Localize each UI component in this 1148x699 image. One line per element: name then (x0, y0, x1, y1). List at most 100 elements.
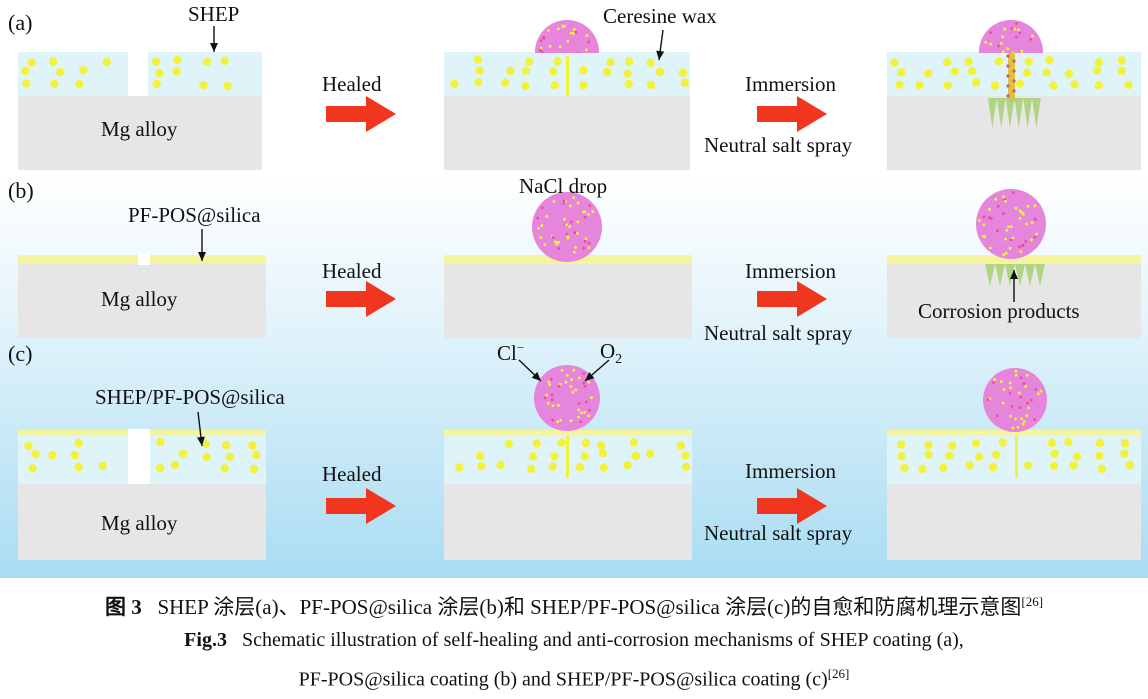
corrosion-product-shape (988, 98, 1041, 128)
droplet-ion-dot (1011, 426, 1015, 430)
droplet-ion-dot (1010, 405, 1014, 408)
droplet-ion-dot (1002, 212, 1005, 216)
droplet-ion-dot (1039, 389, 1043, 393)
droplet-ion-dot (560, 369, 564, 372)
healing-agent-particle (950, 67, 959, 76)
pointer-arrowhead (210, 43, 218, 52)
healing-agent-particle (623, 69, 632, 78)
droplet-ion-dot (988, 207, 991, 211)
chloride-pointer (518, 359, 542, 382)
droplet-ion-dot (587, 246, 591, 250)
droplet-ion-dot (547, 29, 550, 32)
healing-agent-particle (155, 464, 165, 473)
row-b-block-1 (18, 254, 266, 338)
droplet-ion-dot (1002, 388, 1006, 391)
nacl-droplet-1 (532, 192, 602, 262)
droplet-ion-dot (587, 213, 590, 216)
healing-agent-particle (504, 439, 514, 448)
droplet-ion-dot (1001, 35, 1004, 39)
droplet-ion-dot (545, 393, 548, 397)
droplet-ion-dot (1020, 211, 1024, 214)
droplet-ion-dot (1022, 420, 1026, 423)
droplet-ion-dot (1018, 216, 1022, 220)
healing-agent-particle (580, 452, 589, 461)
droplet-ion-dot (559, 418, 563, 422)
droplet-ion-dot (552, 200, 556, 203)
row-c-label: (c) (8, 341, 33, 366)
healing-agent-particle (897, 68, 906, 77)
droplet-c-1 (534, 365, 600, 431)
healing-agent-particle (1049, 461, 1059, 471)
droplet-ion-dot (1005, 229, 1009, 232)
droplet-ion-dot (585, 34, 589, 37)
pointer-arrowhead (197, 436, 205, 446)
healing-agent-particle (1117, 66, 1127, 76)
droplet-ion-dot (1009, 225, 1013, 229)
chloride-ion-label: Cl− (497, 340, 525, 365)
healing-agent-particle (579, 66, 588, 75)
healing-agent-particle (624, 57, 634, 66)
healing-agent-particle (678, 68, 688, 77)
droplet-ion-dot (540, 51, 544, 53)
droplet-body (534, 365, 600, 431)
shep-pf-pos-silica-label: SHEP/PF-POS@silica (95, 385, 285, 409)
healing-agent-particle (220, 56, 229, 65)
healing-agent-particle (550, 81, 559, 90)
healed-crack (1015, 436, 1018, 478)
healing-agent-particle (506, 66, 515, 76)
healing-agent-particle (599, 463, 608, 472)
healing-agent-particle (203, 57, 212, 67)
droplet-ion-dot (1009, 238, 1013, 242)
droplet-ion-dot (546, 401, 550, 405)
droplet-circle (534, 365, 600, 431)
healing-agent-particle (50, 79, 59, 89)
healing-agent-particle (945, 451, 954, 460)
row-c-block-3 (887, 430, 1141, 560)
row-b-salt-spray-label: Neutral salt spray (704, 321, 853, 345)
healing-agent-particle (521, 81, 530, 91)
droplet-ion-dot (1008, 246, 1012, 250)
droplet-ion-dot (581, 210, 585, 214)
healing-agent-particle (1095, 451, 1104, 461)
healed-crack (566, 436, 569, 478)
caption-english-line-2: PF-POS@silica coating (b) and SHEP/PF-PO… (298, 666, 850, 691)
droplet-ion-dot (577, 402, 581, 405)
healing-agent-particle (602, 67, 612, 77)
droplet-ion-dot (1018, 406, 1022, 410)
healing-agent-particle (74, 438, 83, 448)
droplet-ion-dot (1014, 417, 1017, 421)
droplet-ion-dot (573, 231, 577, 235)
mg-alloy-substrate (18, 96, 262, 170)
droplet-ion-dot (1025, 414, 1029, 417)
row-b-healed-label: Healed (322, 259, 382, 283)
healing-agent-particle (474, 78, 483, 87)
droplet-ion-dot (579, 420, 582, 424)
oxygen-label: O2 (600, 339, 623, 368)
mg-alloy-substrate (887, 96, 1141, 170)
droplet-ion-dot (545, 215, 549, 218)
oxygen-pointer (584, 359, 610, 382)
droplet-ion-dot (986, 398, 990, 402)
healing-agent-particle (477, 462, 486, 471)
droplet-ion-dot (1018, 245, 1021, 249)
pf-pos-silica-layer (887, 255, 1141, 264)
droplet-ion-dot (587, 40, 590, 44)
droplet-ion-dot (543, 396, 547, 400)
ceresine-wax-label: Ceresine wax (603, 4, 717, 28)
healing-agent-particle (528, 452, 538, 461)
row-b-corrosion-products (985, 264, 1045, 286)
droplet-ion-dot (557, 404, 560, 407)
droplet-ion-dot (566, 236, 570, 240)
droplet-ion-dot (1026, 205, 1030, 208)
healing-agent-particle (971, 439, 981, 448)
pointer-arrowhead (1010, 270, 1018, 279)
droplet-ion-dot (1011, 51, 1015, 53)
healing-agent-particle (473, 55, 482, 64)
pointer-arrowhead (198, 252, 206, 261)
healing-agent-particle (924, 441, 933, 450)
healing-agent-particle (971, 78, 981, 87)
healing-agent-particle (455, 463, 464, 472)
droplet-ion-dot (982, 215, 986, 219)
mg-alloy-substrate (444, 264, 692, 338)
chloride-dot (1006, 84, 1010, 88)
